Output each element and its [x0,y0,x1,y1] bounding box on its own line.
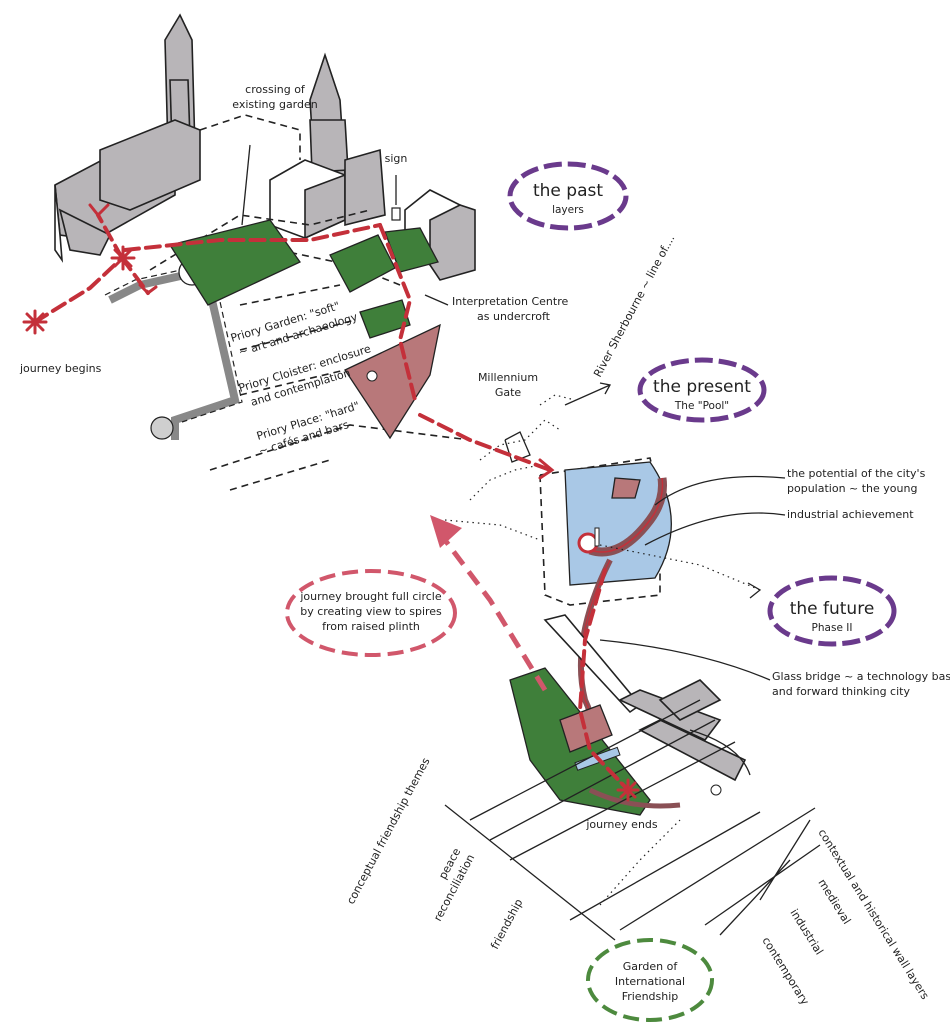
past-oval [507,161,629,231]
potential-leader [654,475,786,506]
contextual-label: contextual and historical wall layers [815,827,931,1002]
future-sub: Phase II [812,622,853,634]
sign-post [391,207,401,221]
pool-plaza [539,457,672,606]
past-title: the past [533,181,603,201]
garden-label-2: International [615,975,685,988]
potential-label-1: the potential of the city's [787,467,926,480]
sign-label: sign [385,152,408,165]
past-sub: layers [552,204,584,216]
present-title: the present [653,377,751,397]
garden-oval [586,938,714,1022]
river-arrowhead [599,382,612,395]
full-circle-label-2: by creating view to spires [300,605,442,618]
present-oval [637,357,767,423]
interpretation-label-2: as undercroft [477,310,551,323]
full-circle-arrow [430,515,548,692]
industrial-label: industrial [787,907,825,957]
industrial-leader [644,512,786,546]
future-oval [767,575,897,647]
journey-begins-label: journey begins [19,362,102,375]
future-title: the future [790,599,875,619]
crossing-leader [241,144,251,226]
future-arrowhead [747,582,762,599]
full-circle-oval [285,569,457,657]
millennium-label-2: Gate [495,386,522,399]
entry-asterisk [110,245,136,271]
friendship-grid [444,699,821,941]
garden-label-1: Garden of [623,960,679,973]
river-arrow [564,384,611,406]
journey-begin-asterisk [22,309,48,335]
conceptual-label: conceptual friendship themes [344,755,433,906]
future-axis [599,544,761,591]
river-label: River Sherbourne ~ line of.... [591,233,677,380]
journey-end-asterisk [616,778,640,802]
crossing-label-1: crossing of [245,83,306,96]
crossing-label-2: existing garden [232,98,317,111]
contemporary-label: contemporary [759,935,811,1008]
present-sub: The "Pool" [674,400,729,412]
full-circle-label-1: journey brought full circle [299,590,442,603]
interpretation-leader [424,294,449,306]
interpretation-label-1: Interpretation Centre [452,295,568,308]
garden-label-3: Friendship [622,990,679,1003]
industrial-achievement-label: industrial achievement [787,508,914,521]
lower-site [509,558,751,816]
journey-ends-label: journey ends [585,818,658,831]
bridge-leader [599,639,771,681]
potential-label-2: population ~ the young [787,482,917,495]
glass-bridge-label-1: Glass bridge ~ a technology bas [772,670,950,683]
friendship-label: friendship [488,897,525,952]
glass-bridge-label-2: and forward thinking city [772,685,910,698]
cathedral-buildings [54,13,476,281]
full-circle-label-3: from raised plinth [322,620,420,633]
journey-route [33,203,630,792]
millennium-label-1: Millennium [478,371,538,384]
